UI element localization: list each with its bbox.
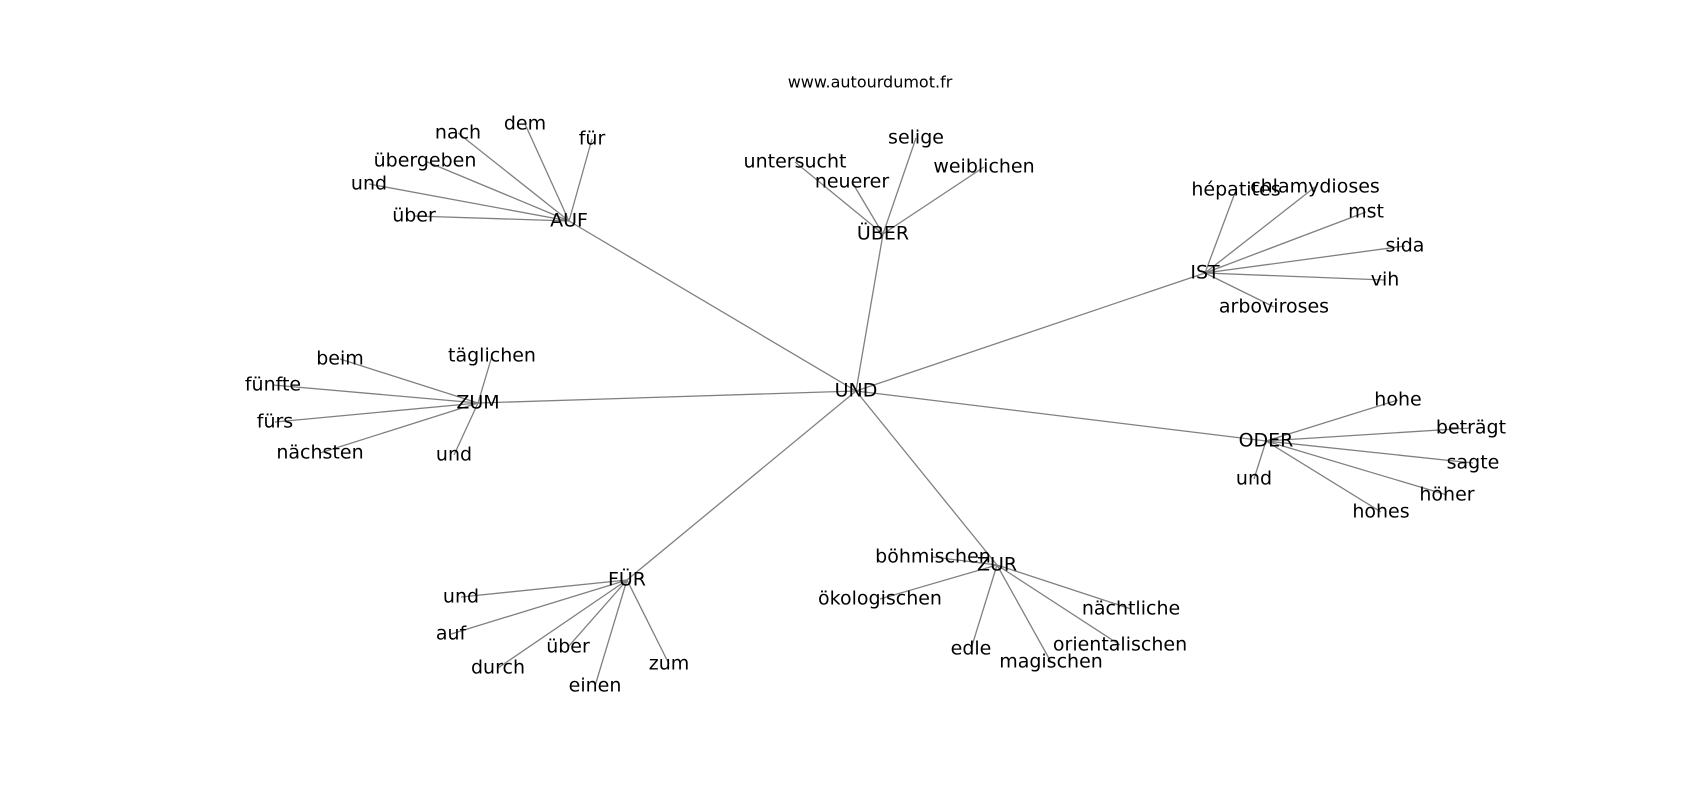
leaf-node-oder-hoeher: höher [1419,484,1474,506]
leaf-node-fuer-einen: einen [569,675,622,697]
edge-ist-to-chlamydioses [1204,186,1316,274]
edge-ist-to-hepatites [1204,189,1237,274]
edge-zum-to-taeglichen [477,355,493,404]
leaf-node-auf-fuer: für [579,128,606,150]
edge-root-to-ist [855,272,1206,392]
edge-oder-to-sagte [1265,440,1474,464]
leaf-node-ist-hepatites: hépatites [1191,179,1280,201]
leaf-node-zur-oekologischen: ökologischen [818,588,942,610]
edge-auf-to-und [368,183,570,222]
edge-ueber-to-selige [882,137,917,235]
leaf-node-oder-hohes: hohes [1352,501,1409,523]
edge-fuer-to-zum [626,579,670,665]
edge-auf-to-dem [524,123,570,222]
edge-ist-to-mst [1204,211,1367,274]
hub-node-auf: AUF [550,210,588,232]
edge-zur-to-edle [970,564,998,650]
leaf-node-ueber-selige: selige [888,127,944,149]
edge-zur-to-oekologischen [879,564,998,600]
edge-zum-to-fuenfte [272,384,479,404]
leaf-node-zur-boehmischen: böhmischen [875,546,991,568]
edge-oder-to-hoeher [1265,440,1448,496]
leaf-node-auf-ueber: über [392,205,436,227]
edge-auf-to-ueber [413,215,570,222]
edge-ueber-to-neuerer [851,181,884,235]
leaf-node-fuer-durch: durch [471,657,525,679]
root-node-label: UND [835,380,878,402]
edge-auf-to-nach [457,132,570,222]
leaf-node-ist-mst: mst [1348,201,1384,223]
edges-layer [272,123,1474,687]
edge-auf-to-fuer [568,138,593,222]
leaf-node-auf-nach: nach [435,122,481,144]
edge-zum-to-und [453,402,479,456]
leaf-node-oder-hohe: hohe [1374,389,1421,411]
leaf-node-zum-fuers: fürs [257,411,293,433]
leaf-node-auf-und: und [351,173,387,195]
leaf-node-zum-und: und [436,444,472,466]
leaf-node-ueber-untersucht: untersucht [744,151,847,173]
leaf-node-zur-edle: edle [951,638,992,660]
leaf-node-ueber-neuerer: neuerer [815,171,890,193]
edge-ist-to-sida [1204,245,1406,274]
edge-zum-to-naechsten [319,402,479,454]
leaf-node-zum-beim: beim [316,348,364,370]
leaf-node-auf-uebergeben: übergeben [374,150,477,172]
edge-oder-to-betraegt [1265,427,1472,442]
edge-oder-to-und [1253,440,1267,480]
edge-root-to-fuer [626,390,857,581]
hub-node-zur: ZUR [977,554,1017,576]
hub-node-fuer: FÜR [608,568,646,591]
leaf-node-ueber-weiblichen: weiblichen [933,156,1034,178]
leaf-node-zur-magischen: magischen [999,651,1103,673]
leaf-node-zum-taeglichen: täglichen [448,345,536,367]
edge-zur-to-naechtliche [996,564,1132,610]
edge-root-to-ueber [855,233,884,392]
leaf-node-fuer-ueber: über [546,636,590,658]
edge-root-to-auf [568,220,857,392]
hub-node-oder: ODER [1239,430,1294,452]
leaf-node-ist-vih: vih [1371,269,1400,291]
hub-node-zum: ZUM [456,392,499,414]
edge-ueber-to-weiblichen [882,166,985,235]
edge-zum-to-fuers [274,402,479,423]
leaf-node-ist-chlamydioses: chlamydioses [1250,176,1380,198]
source-label: www.autourdumot.fr [788,73,953,92]
edge-ist-to-arboviroses [1204,272,1275,308]
edge-auf-to-uebergeben [424,160,570,222]
edge-zur-to-boehmischen [932,556,998,566]
edge-zur-to-magischen [996,564,1052,663]
edge-oder-to-hohes [1265,440,1382,513]
leaf-node-auf-dem: dem [504,113,546,135]
leaf-node-fuer-zum: zum [649,653,690,675]
labels-layer: www.autourdumot.fr UND AUF nach dem für überg… [245,73,1506,697]
edge-ist-to-vih [1204,272,1386,281]
leaf-node-zur-orientalischen: orientalischen [1053,634,1187,656]
edge-fuer-to-einen [594,579,628,687]
leaf-node-zur-naechtliche: nächtliche [1082,598,1180,620]
edge-ueber-to-untersucht [794,161,884,235]
edge-fuer-to-ueber [567,579,628,648]
leaf-node-oder-betraegt: beträgt [1436,417,1506,439]
leaf-node-oder-und: und [1236,468,1272,490]
edge-oder-to-hohe [1265,399,1399,442]
edge-root-to-zum [477,390,857,404]
leaf-node-ist-sida: sida [1386,235,1425,257]
leaf-node-ist-arboviroses: arboviroses [1219,296,1329,318]
edge-fuer-to-auf [450,579,628,635]
hub-node-ist: IST [1190,262,1220,284]
leaf-node-oder-sagte: sagte [1447,452,1500,474]
leaf-node-zum-naechsten: nächsten [276,442,363,464]
edge-root-to-zur [855,390,998,566]
leaf-node-zum-fuenfte: fünfte [245,374,301,396]
edge-fuer-to-und [460,579,628,598]
edge-root-to-oder [855,390,1267,442]
hub-node-ueber: ÜBER [857,222,909,245]
edge-fuer-to-durch [497,579,628,669]
leaf-node-fuer-und: und [443,586,479,608]
leaf-node-fuer-auf: auf [436,623,468,645]
edge-zur-to-orientalischen [996,564,1121,646]
edge-zum-to-beim [339,358,479,404]
